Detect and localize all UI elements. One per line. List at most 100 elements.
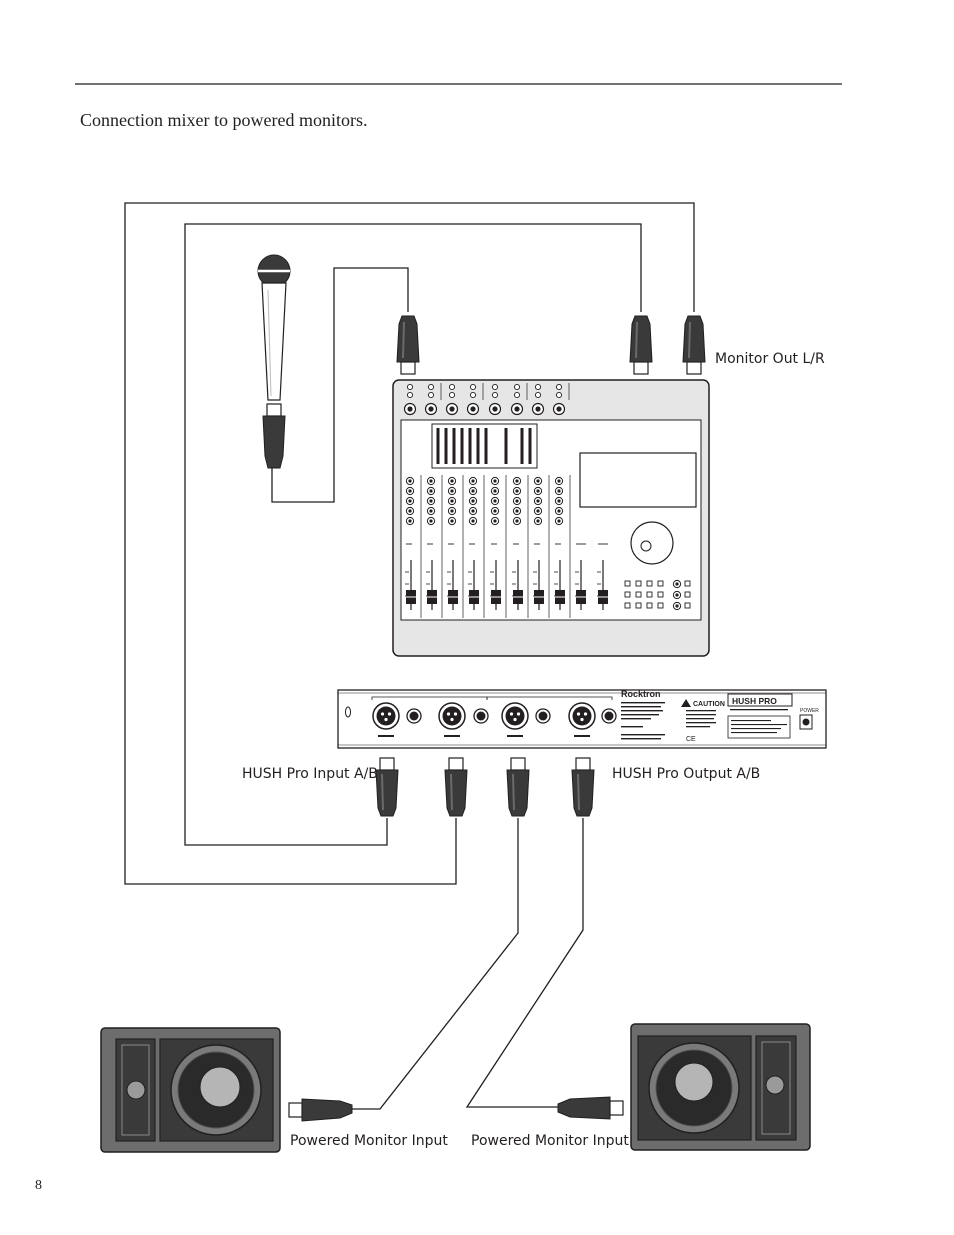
mixer-trim-knob [406, 391, 414, 399]
mixer-input-jack-core [428, 406, 434, 412]
meter-bar [460, 428, 464, 464]
rack-brand: Rocktron [621, 689, 661, 699]
mixer-button [657, 580, 664, 587]
channel-knob [405, 486, 415, 496]
meter-bar [468, 428, 472, 464]
channel-knob [554, 486, 564, 496]
channel-knob [533, 496, 543, 506]
output-knob [672, 590, 682, 600]
channel-knob [554, 476, 564, 486]
channel-knob [405, 506, 415, 516]
channel-knob [490, 486, 500, 496]
channel-knob [405, 496, 415, 506]
powered-monitor-speaker-icon [100, 1027, 281, 1153]
output-knob [672, 579, 682, 589]
mixer-button [657, 591, 664, 598]
xlr-plug-icon [288, 1098, 353, 1122]
channel-knob [512, 486, 522, 496]
channel-knob [405, 476, 415, 486]
hush-input-label: HUSH Pro Input A/B [242, 766, 378, 782]
monitor-input-label-right: Powered Monitor Input [471, 1133, 629, 1149]
cable-monitor-out-r [124, 202, 695, 885]
mixer-input-jack-core [449, 406, 455, 412]
mixer-button [635, 591, 642, 598]
xlr-plug-icon [375, 757, 399, 817]
xlr-plug-icon [506, 757, 530, 817]
mixer-input-jack-core [514, 406, 520, 412]
mixer-button [624, 602, 631, 609]
mixer-trim-knob [555, 383, 563, 391]
mixer-button [635, 602, 642, 609]
mixer-input-jack-core [556, 406, 562, 412]
mixer-input-jack-core [407, 406, 413, 412]
xlr-plug-icon [444, 757, 468, 817]
channel-knob [512, 476, 522, 486]
channel-knob [533, 506, 543, 516]
mixer-button [646, 580, 653, 587]
microphone-icon [257, 254, 291, 469]
meter-bar [436, 428, 440, 464]
channel-knob [512, 506, 522, 516]
channel-knob [490, 516, 500, 526]
mixer-trim-knob [513, 391, 521, 399]
channel-knob [447, 496, 457, 506]
mixer-trim-knob [448, 383, 456, 391]
mixer-button [684, 591, 691, 598]
rack-ce-mark: CE [686, 736, 696, 743]
rack-product: HUSH PRO [732, 696, 777, 706]
cable-microphone [271, 267, 409, 503]
xlr-plug-icon [557, 1096, 624, 1120]
mixer-trim-knob [448, 391, 456, 399]
channel-knob [426, 486, 436, 496]
rack-power-label: POWER [800, 708, 819, 714]
mixer-button [684, 580, 691, 587]
meter-bar [520, 428, 524, 464]
cable-monitor-out-l [184, 223, 642, 846]
channel-knob [554, 496, 564, 506]
mixer-trim-knob [555, 391, 563, 399]
channel-knob [468, 516, 478, 526]
meter-bar [528, 428, 532, 464]
channel-knob [426, 506, 436, 516]
channel-knob [426, 496, 436, 506]
mixer-trim-knob [427, 383, 435, 391]
channel-knob [447, 516, 457, 526]
channel-knob [512, 496, 522, 506]
mixer-trim-knob [491, 391, 499, 399]
xlr-plug-icon [396, 315, 420, 375]
mixer-trim-knob [427, 391, 435, 399]
cable-output-b [465, 818, 584, 1108]
mixer-trim-knob [491, 383, 499, 391]
channel-knob [468, 476, 478, 486]
rack-caution: CAUTION [693, 701, 725, 708]
cables [124, 202, 695, 1110]
meter-bar [504, 428, 508, 464]
channel-knob [533, 516, 543, 526]
mixer-trim-knob [513, 383, 521, 391]
mixer-button [624, 591, 631, 598]
meter-bar [452, 428, 456, 464]
powered-monitor-speaker-icon [630, 1023, 811, 1151]
mixer-trim-knob [534, 391, 542, 399]
channel-knob [512, 516, 522, 526]
channel-knob [533, 486, 543, 496]
xlr-plug-icon [571, 757, 595, 817]
channel-knob [447, 486, 457, 496]
channel-knob [468, 506, 478, 516]
channel-knob [554, 516, 564, 526]
hush-output-label: HUSH Pro Output A/B [612, 766, 761, 782]
channel-knob [533, 476, 543, 486]
meter-bar [476, 428, 480, 464]
channel-knob [426, 476, 436, 486]
channel-knob [468, 496, 478, 506]
cable-output-a [352, 818, 519, 1110]
mixer-button [624, 580, 631, 587]
mixer-input-jack-core [492, 406, 498, 412]
monitor-out-label: Monitor Out L/R [715, 351, 825, 367]
mixer-trim-knob [469, 391, 477, 399]
channel-knob [468, 486, 478, 496]
channel-knob [405, 516, 415, 526]
meter-bar [484, 428, 488, 464]
channel-knob [490, 496, 500, 506]
